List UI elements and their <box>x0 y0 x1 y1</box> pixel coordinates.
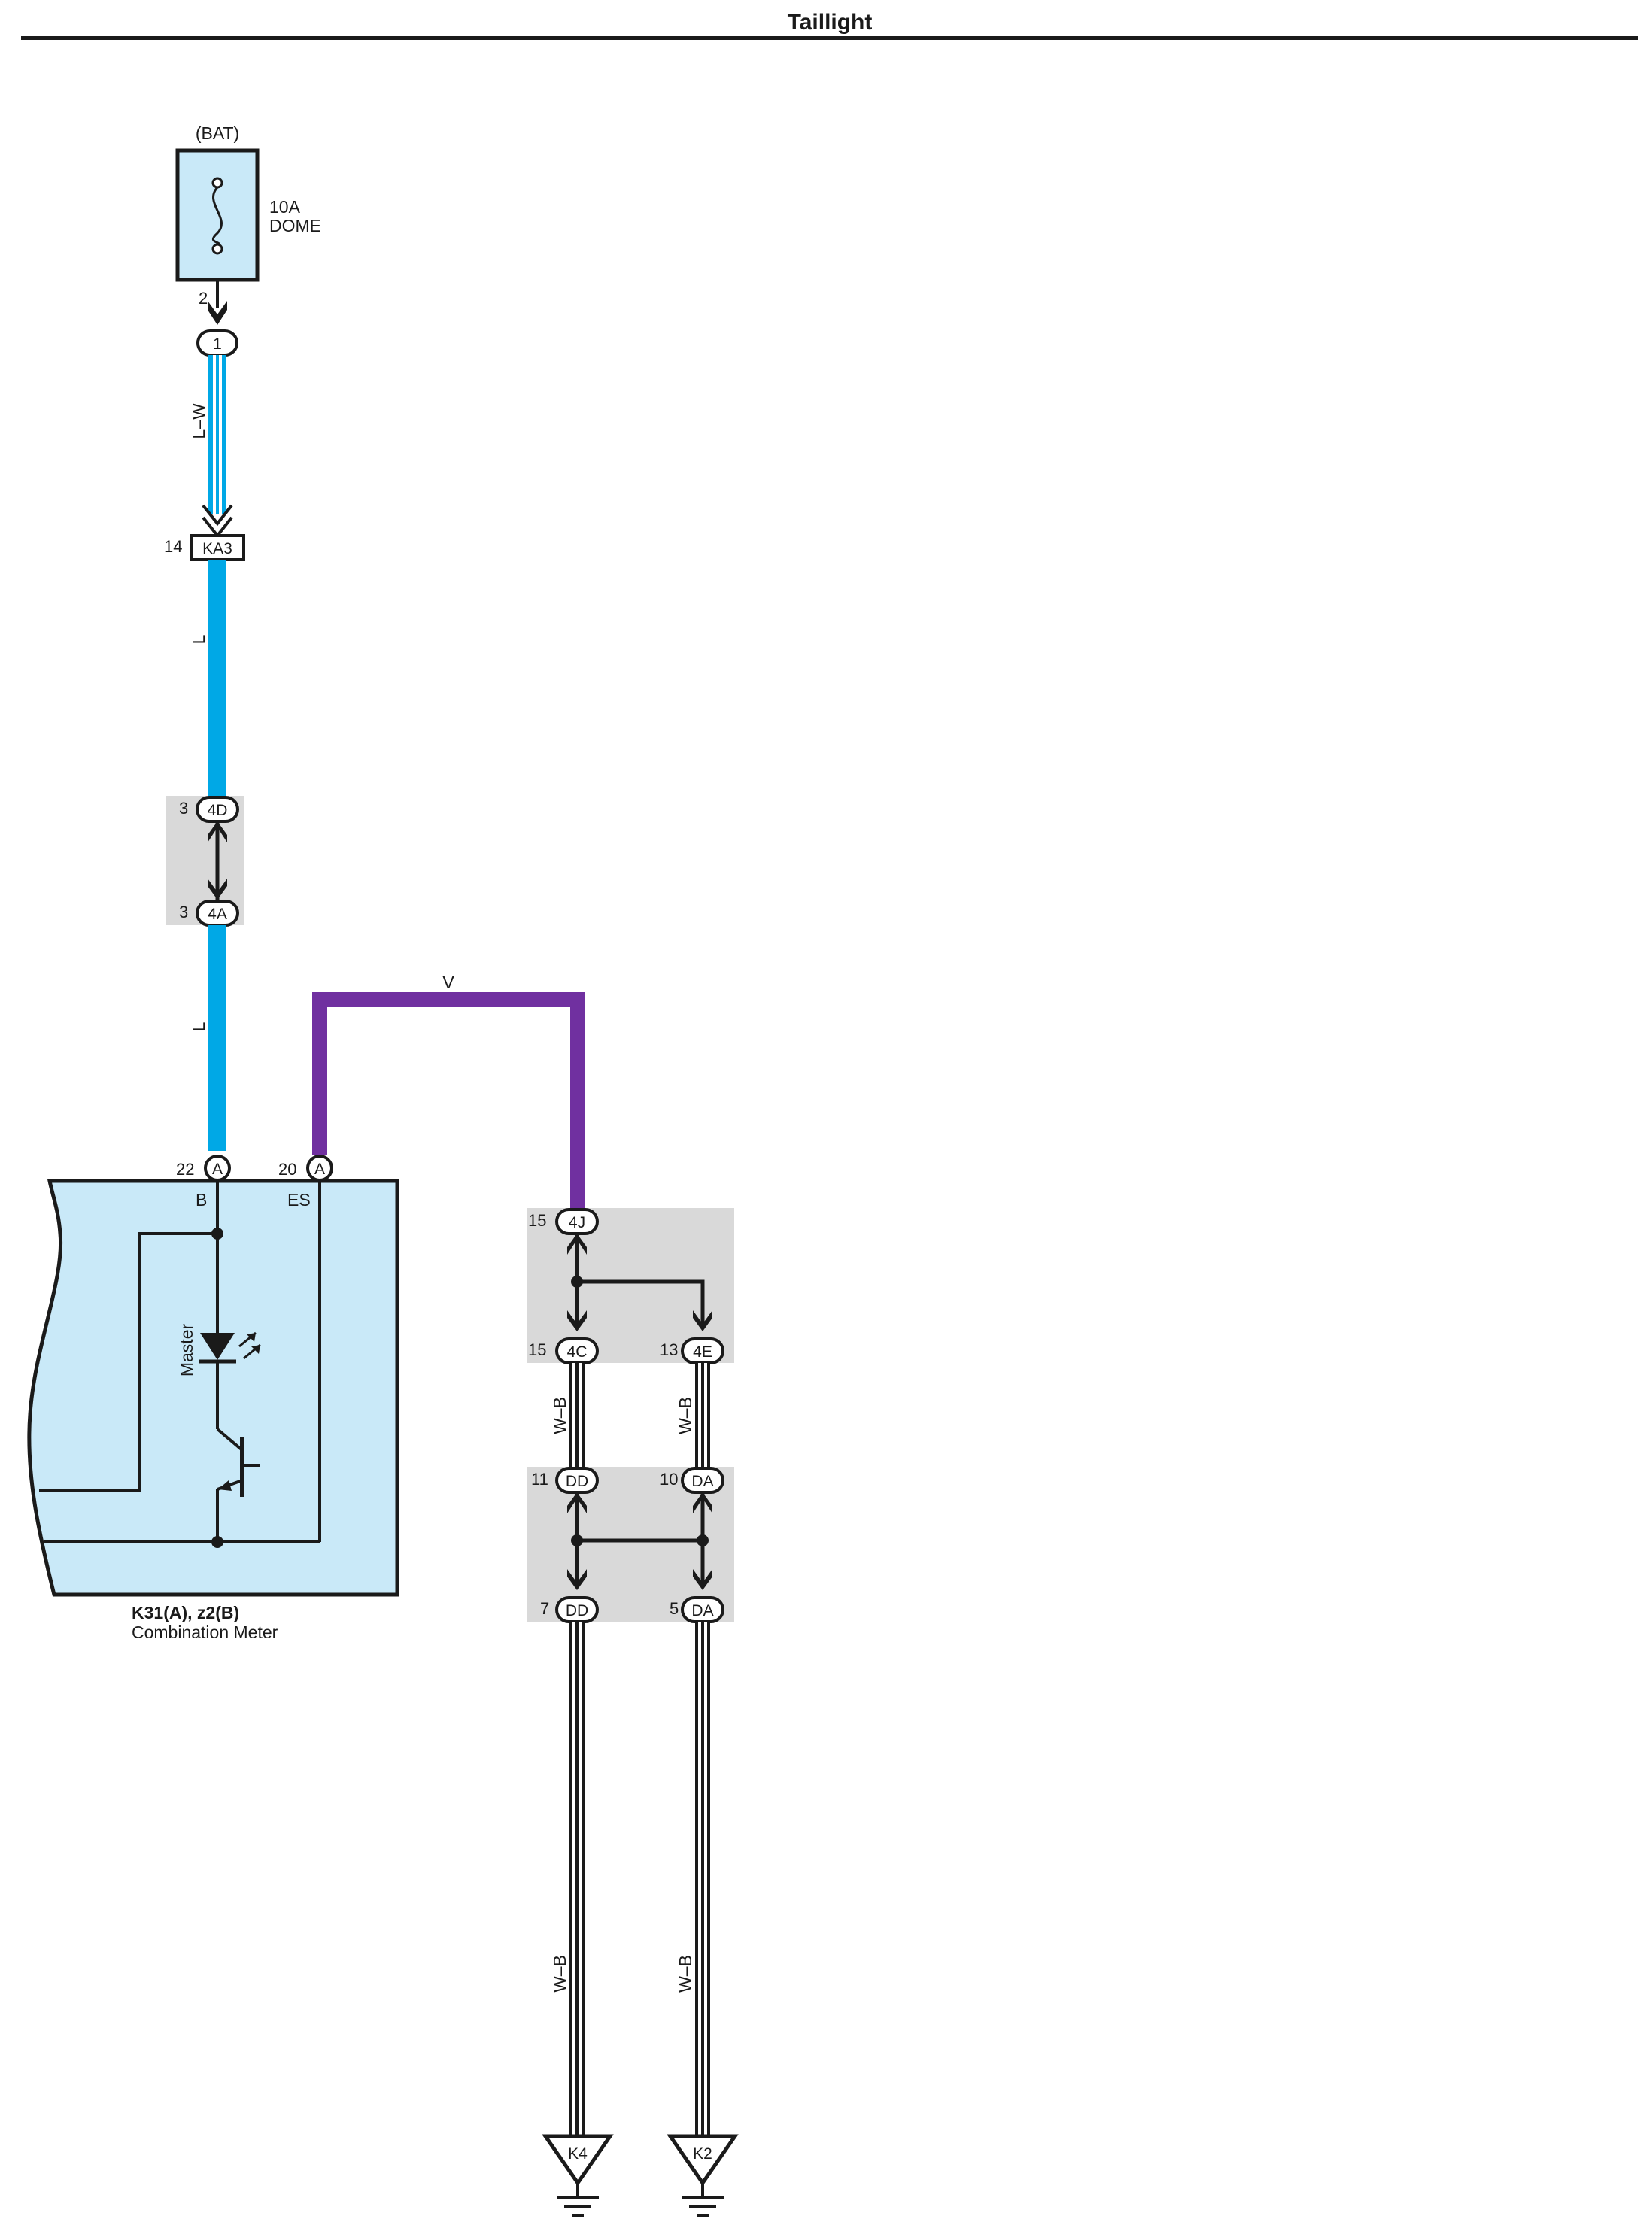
ground-k4-icon <box>542 2134 614 2217</box>
wire-l-upper <box>208 560 226 797</box>
c4a-pin: 3 <box>179 903 188 921</box>
arrow-down-icon <box>208 301 227 325</box>
junction-dot <box>211 1536 223 1548</box>
arrow-down-icon <box>693 1310 712 1331</box>
c4j-pin: 15 <box>528 1211 546 1230</box>
wire-wb-right-upper <box>695 1363 710 1468</box>
meter-pin-b-name: B <box>196 1190 207 1210</box>
wire-wb-left-upper-label: W–B <box>550 1397 569 1434</box>
diagram-title: Taillight <box>788 10 873 35</box>
junction-dot <box>571 1276 583 1288</box>
da5-pin: 5 <box>670 1599 679 1618</box>
wire-wb-left-lower-label: W–B <box>550 1955 569 1993</box>
meter-pin-b-number: 22 <box>176 1160 194 1179</box>
da10-pin: 10 <box>660 1470 678 1489</box>
combination-meter-box <box>27 1179 399 1597</box>
c4c-label: 4C <box>567 1343 588 1361</box>
meter-pin-es-conn: A <box>314 1161 325 1178</box>
ground-k4-label: K4 <box>568 2145 588 2163</box>
emitter-arrow-icon <box>218 1480 232 1491</box>
fuse-box <box>175 148 260 282</box>
title-rule <box>21 36 1638 40</box>
meter-internal-circuit <box>39 1180 321 1543</box>
ka3-label: KA3 <box>202 540 232 557</box>
arrow-down-icon <box>208 879 227 900</box>
wire-wb-right-lower <box>695 1622 710 2136</box>
arrow-down-icon <box>567 1310 587 1331</box>
junction-dot <box>211 1228 223 1240</box>
led-label: Master <box>177 1324 196 1377</box>
fuse-icon <box>211 177 223 255</box>
wire-l-lower <box>208 925 226 1151</box>
ka3-pin: 14 <box>164 537 182 556</box>
c4d-label: 4D <box>208 802 228 819</box>
c4a-label: 4A <box>208 906 227 923</box>
fuse-source-label: (BAT) <box>196 123 239 143</box>
dd11-label: DD <box>566 1473 588 1490</box>
wire-lw-label: L–W <box>189 403 208 439</box>
dd7-pin: 7 <box>540 1599 549 1618</box>
led-icon <box>199 1331 261 1364</box>
wire-wb-right-upper-label: W–B <box>676 1397 695 1434</box>
c4d-pin: 3 <box>179 799 188 818</box>
da5-label: DA <box>691 1602 713 1619</box>
meter-name: Combination Meter <box>132 1622 278 1642</box>
arrow-up-icon <box>208 821 227 842</box>
da10-label: DA <box>691 1473 713 1490</box>
c4e-label: 4E <box>693 1343 712 1361</box>
meter-code: K31(A), z2(B) <box>132 1603 239 1622</box>
meter-pin-es-name: ES <box>287 1190 311 1210</box>
ground-k2-icon <box>667 2134 739 2217</box>
fuse-pin: 2 <box>199 289 208 308</box>
c4e-pin: 13 <box>660 1340 678 1359</box>
arrow-up-icon <box>567 1234 587 1255</box>
connector-1-label: 1 <box>213 335 222 353</box>
meter-pin-b-conn: A <box>212 1161 223 1178</box>
c4j-label: 4J <box>569 1214 585 1231</box>
arrow-up-icon <box>567 1492 587 1513</box>
dd11-pin: 11 <box>531 1470 548 1489</box>
wire-l-lower-label: L <box>189 1021 208 1031</box>
arrow-down-icon <box>693 1569 712 1590</box>
wire-wb-left-lower <box>569 1622 585 2136</box>
dd7-label: DD <box>566 1602 588 1619</box>
wire-v-label: V <box>442 973 454 992</box>
junction-box-4j <box>527 1208 734 1363</box>
arrow-up-icon <box>693 1492 712 1513</box>
wire-wb-right-lower-label: W–B <box>676 1955 695 1993</box>
junction-dot <box>697 1534 709 1546</box>
fuse-name: DOME <box>269 216 321 235</box>
wire-wb-left-upper <box>569 1363 585 1468</box>
wire-v <box>312 992 585 1210</box>
connector-ka3 <box>190 534 245 561</box>
meter-pin-es-number: 20 <box>278 1160 296 1179</box>
junction-dot <box>571 1534 583 1546</box>
wire-l-upper-label: L <box>189 634 208 644</box>
fuse-rating: 10A <box>269 197 301 217</box>
c4c-pin: 15 <box>528 1340 546 1359</box>
arrow-down-icon <box>567 1569 587 1590</box>
ground-k2-label: K2 <box>693 2145 712 2163</box>
wire-lw <box>208 355 226 514</box>
